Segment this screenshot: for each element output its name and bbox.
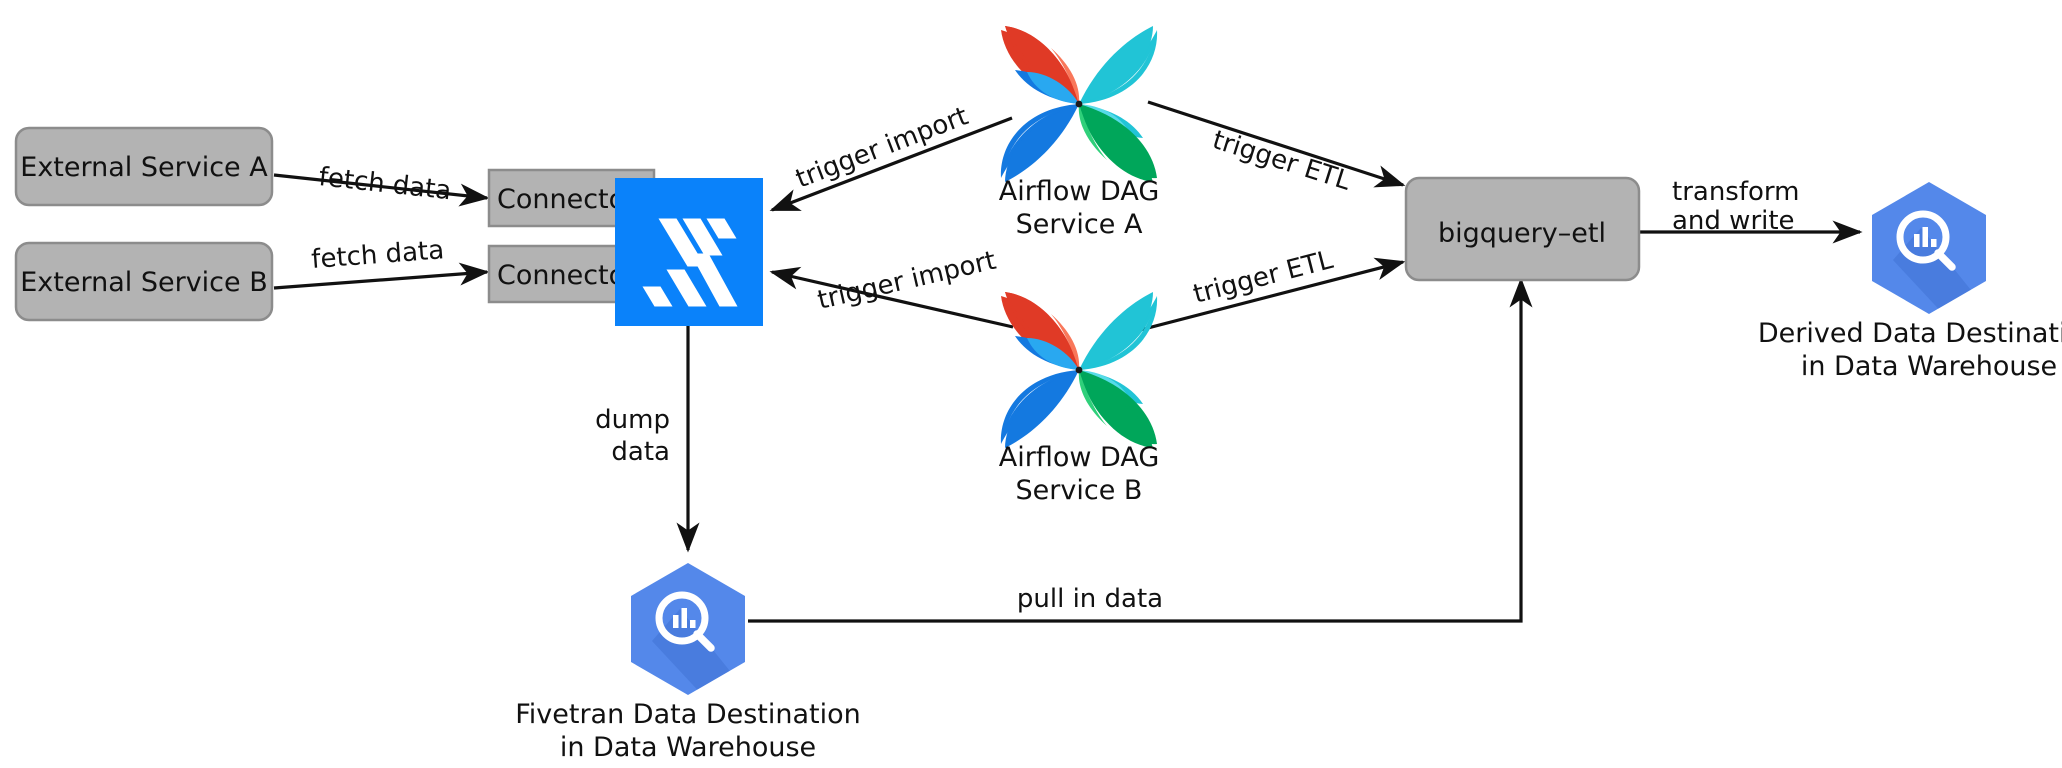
airflow-dag-b-label-line2: Service B (1016, 475, 1143, 506)
connector-b-label: Connector (497, 260, 637, 291)
edge-label-fetch-data-a: fetch data (317, 162, 452, 206)
fivetran-destination-label-line2: in Data Warehouse (560, 732, 816, 763)
edge-label-transform-line1: transform (1672, 177, 1799, 207)
bigquery-etl-label: bigquery–etl (1438, 218, 1606, 249)
edge-label-fetch-data-b: fetch data (310, 235, 445, 275)
external-service-b-label: External Service B (20, 267, 268, 298)
edge-label-pull-in-data: pull in data (1017, 584, 1163, 614)
bigquery-icon (1872, 182, 1986, 314)
edge-dump-data: dump data (595, 325, 700, 553)
edge-label-trigger-import-a: trigger import (792, 101, 973, 194)
edge-fetch-data-a: fetch data (273, 162, 490, 207)
edge-label-trigger-etl-a: trigger ETL (1209, 125, 1355, 197)
airflow-pinwheel-icon (1000, 26, 1158, 182)
fivetran-logo-icon[interactable] (615, 178, 763, 326)
edge-transform-and-write: transform and write (1639, 177, 1863, 244)
airflow-dag-a-label-line1: Airflow DAG (999, 176, 1160, 207)
edge-trigger-import-b: trigger import (769, 246, 1014, 329)
edge-trigger-import-a: trigger import (769, 101, 1013, 212)
airflow-dag-b-label-line1: Airflow DAG (999, 442, 1160, 473)
edge-fetch-data-b: fetch data (273, 235, 490, 290)
node-airflow-dag-b[interactable]: Airflow DAG Service B (999, 292, 1160, 506)
node-external-service-a[interactable]: External Service A (14, 126, 274, 207)
edge-label-transform-line2: and write (1672, 206, 1795, 236)
node-bigquery-etl[interactable]: bigquery–etl (1404, 176, 1641, 282)
edge-label-trigger-etl-b: trigger ETL (1190, 245, 1336, 310)
edge-trigger-etl-b: trigger ETL (1139, 245, 1406, 332)
node-fivetran-destination[interactable]: Fivetran Data Destination in Data Wareho… (515, 563, 861, 763)
edge-label-dump-data-line1: dump (595, 405, 670, 435)
airflow-pinwheel-icon (1000, 292, 1158, 448)
node-external-service-b[interactable]: External Service B (14, 241, 274, 322)
edge-pull-in-data: pull in data (748, 277, 1533, 623)
derived-destination-label-line1: Derived Data Destination (1758, 318, 2062, 349)
external-service-a-label: External Service A (20, 152, 268, 183)
node-airflow-dag-a[interactable]: Airflow DAG Service A (999, 26, 1160, 240)
derived-destination-label-line2: in Data Warehouse (1801, 351, 2057, 382)
edge-label-dump-data-line2: data (611, 437, 670, 467)
edge-label-trigger-import-b: trigger import (815, 246, 999, 316)
node-derived-destination[interactable]: Derived Data Destination in Data Warehou… (1758, 182, 2062, 382)
airflow-dag-a-label-line2: Service A (1016, 209, 1143, 240)
fivetran-destination-label-line1: Fivetran Data Destination (515, 699, 861, 730)
bigquery-icon (631, 563, 745, 695)
connector-a-label: Connector (497, 184, 637, 215)
edge-trigger-etl-a: trigger ETL (1147, 100, 1406, 197)
